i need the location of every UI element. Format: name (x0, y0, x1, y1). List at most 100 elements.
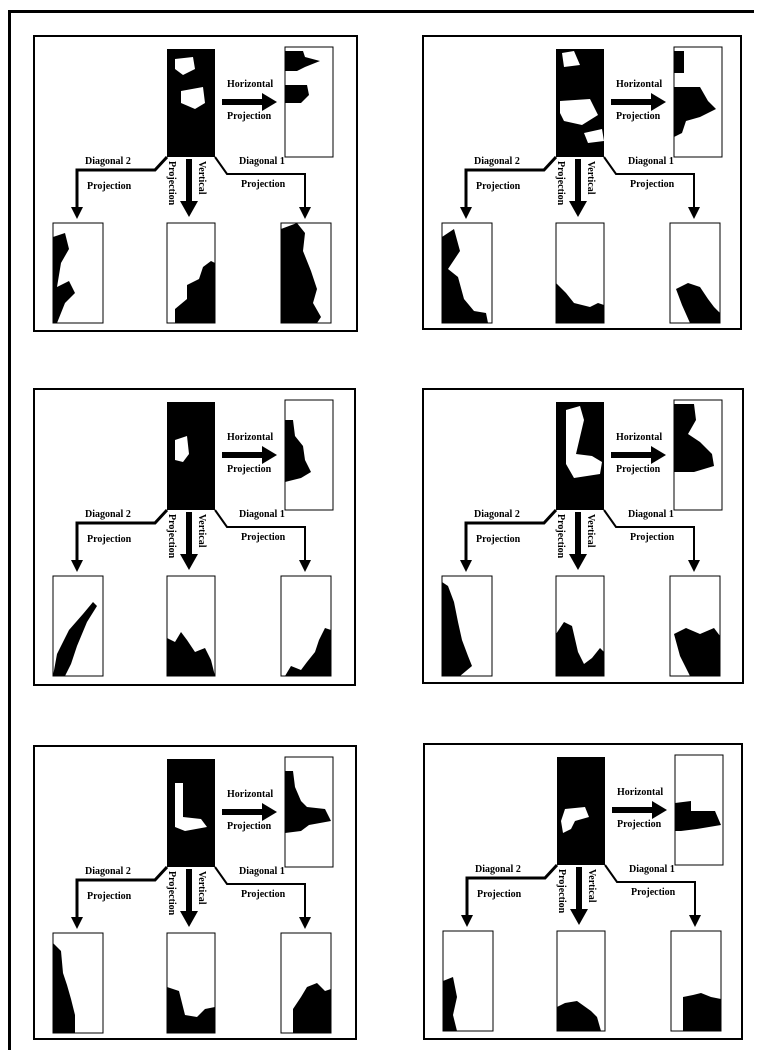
diagonal-1-projection-label: Projection (631, 887, 676, 898)
diagonal-1-label: Diagonal 1 (628, 156, 674, 167)
diagonal-1-projection-image (670, 930, 722, 1032)
diagonal-2-projection-image (442, 930, 494, 1032)
diagonal-1-projection-image (280, 575, 332, 677)
projection-panel-5: Horizontal Projection Vertical Projectio… (33, 745, 357, 1040)
diagonal-2-projection-label: Projection (476, 534, 521, 545)
diagonal-2-projection-label: Projection (87, 181, 132, 192)
diagonal-2-arrow (71, 508, 169, 572)
diagonal-1-projection-image (669, 222, 721, 324)
vertical-projection-image (556, 930, 606, 1032)
diagonal-1-projection-image (669, 575, 721, 677)
vertical-projection-label: Projection (555, 514, 566, 559)
vertical-projection-label: Projection (556, 869, 567, 914)
horizontal-arrow (222, 93, 277, 111)
horizontal-projection-label: Projection (227, 821, 272, 832)
vertical-label: Vertical (196, 161, 207, 195)
source-image (167, 402, 215, 510)
horizontal-projection-image (674, 754, 724, 866)
vertical-projection-label: Projection (166, 514, 177, 559)
diagonal-1-projection-label: Projection (241, 179, 286, 190)
horizontal-projection-image (284, 399, 334, 511)
diagonal-2-projection-label: Projection (87, 891, 132, 902)
horizontal-projection-label: Projection (227, 464, 272, 475)
projection-panel-1: Horizontal Projection Vertical Projectio… (33, 35, 358, 332)
horizontal-arrow (222, 446, 277, 464)
horizontal-projection-label: Projection (617, 819, 662, 830)
vertical-projection-image (166, 222, 216, 324)
diagonal-2-arrow (460, 508, 558, 572)
source-image (167, 49, 215, 157)
horizontal-projection-label: Projection (227, 111, 272, 122)
vertical-projection-label: Projection (166, 161, 177, 206)
horizontal-label: Horizontal (616, 79, 662, 90)
horizontal-label: Horizontal (227, 432, 273, 443)
diagonal-1-label: Diagonal 1 (629, 864, 675, 875)
vertical-projection-image (166, 932, 216, 1034)
horizontal-label: Horizontal (227, 79, 273, 90)
diagonal-2-label: Diagonal 2 (475, 864, 521, 875)
horizontal-projection-image (673, 399, 723, 511)
vertical-label: Vertical (196, 871, 207, 905)
horizontal-arrow (611, 93, 666, 111)
diagonal-1-projection-label: Projection (241, 532, 286, 543)
source-image (557, 757, 605, 865)
diagonal-2-label: Diagonal 2 (85, 156, 131, 167)
diagonal-1-label: Diagonal 1 (239, 156, 285, 167)
horizontal-projection-image (673, 46, 723, 158)
projection-panel-2: Horizontal Projection Vertical Projectio… (422, 35, 742, 330)
horizontal-arrow (611, 446, 666, 464)
diagonal-1-projection-label: Projection (630, 179, 675, 190)
horizontal-label: Horizontal (617, 787, 663, 798)
diagonal-1-label: Diagonal 1 (628, 509, 674, 520)
vertical-arrow (180, 159, 198, 217)
diagonal-1-arrow (214, 156, 311, 219)
diagonal-2-projection-label: Projection (477, 889, 522, 900)
source-image (556, 49, 604, 157)
vertical-label: Vertical (585, 514, 596, 548)
vertical-label: Vertical (585, 161, 596, 195)
diagonal-2-arrow (71, 865, 169, 929)
horizontal-projection-image (284, 756, 334, 868)
horizontal-label: Horizontal (616, 432, 662, 443)
horizontal-label: Horizontal (227, 789, 273, 800)
vertical-arrow (570, 867, 588, 925)
diagonal-2-arrow (71, 155, 169, 219)
projection-panel-4: Horizontal Projection Vertical Projectio… (422, 388, 744, 684)
diagonal-2-projection-image (52, 222, 104, 324)
horizontal-arrow (222, 803, 277, 821)
vertical-projection-image (555, 575, 605, 677)
vertical-projection-label: Projection (555, 161, 566, 206)
diagonal-1-arrow (603, 156, 700, 219)
vertical-arrow (569, 159, 587, 217)
diagonal-2-projection-image (441, 222, 493, 324)
diagonal-1-arrow (214, 866, 311, 929)
diagonal-1-arrow (603, 509, 700, 572)
vertical-label: Vertical (586, 869, 597, 903)
horizontal-projection-image (284, 46, 334, 158)
horizontal-projection-label: Projection (616, 464, 661, 475)
vertical-arrow (180, 512, 198, 570)
diagonal-2-projection-label: Projection (87, 534, 132, 545)
diagonal-2-projection-image (441, 575, 493, 677)
source-image (556, 402, 604, 510)
diagonal-2-label: Diagonal 2 (85, 509, 131, 520)
diagonal-2-projection-label: Projection (476, 181, 521, 192)
diagonal-2-label: Diagonal 2 (85, 866, 131, 877)
vertical-projection-label: Projection (166, 871, 177, 916)
horizontal-projection-label: Projection (616, 111, 661, 122)
diagonal-1-label: Diagonal 1 (239, 866, 285, 877)
diagonal-1-projection-label: Projection (630, 532, 675, 543)
diagonal-2-arrow (460, 155, 558, 219)
projection-panel-6: Horizontal Projection Vertical Projectio… (423, 743, 743, 1040)
vertical-arrow (180, 869, 198, 927)
diagonal-2-projection-image (52, 932, 104, 1034)
vertical-projection-image (166, 575, 216, 677)
diagonal-2-label: Diagonal 2 (474, 509, 520, 520)
diagonal-1-label: Diagonal 1 (239, 509, 285, 520)
vertical-label: Vertical (196, 514, 207, 548)
vertical-arrow (569, 512, 587, 570)
diagonal-1-arrow (214, 509, 311, 572)
vertical-projection-image (555, 222, 605, 324)
diagonal-2-projection-image (52, 575, 104, 677)
projection-panel-3: Horizontal Projection Vertical Projectio… (33, 388, 356, 686)
